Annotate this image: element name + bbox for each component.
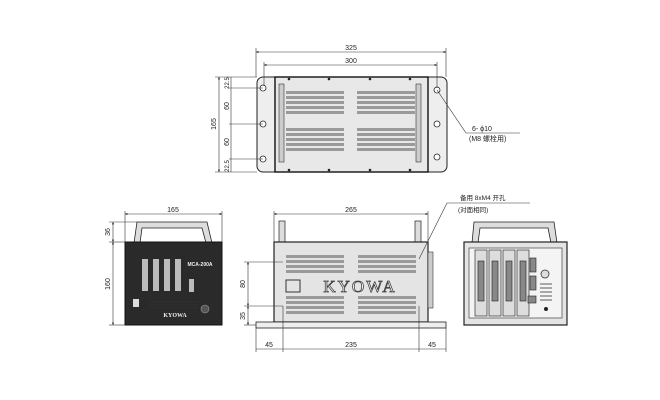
dim-pitch-lower: 60	[224, 138, 231, 146]
rear-round-connector	[540, 269, 550, 279]
handle-right	[415, 83, 422, 163]
side-connectors	[427, 251, 434, 309]
connector	[200, 304, 210, 314]
dim-pitch-upper: 60	[224, 102, 231, 110]
rear-vent	[540, 283, 552, 301]
side-callout-note: (对面相同)	[458, 205, 488, 214]
dim-handle-height: 36	[105, 228, 112, 236]
indicator-strip	[189, 279, 194, 292]
dim-side-lower: 35	[240, 312, 247, 320]
ground-terminal	[544, 307, 548, 311]
handle-post-left	[278, 220, 286, 244]
dim-edge-bottom: 22.5	[225, 160, 231, 172]
side-callout: 备用 8xM4 开孔	[460, 193, 506, 202]
dim-front-width: 165	[167, 207, 179, 214]
dim-overall-depth: 165	[211, 118, 218, 130]
base-plate	[255, 321, 447, 329]
top-screws	[287, 77, 412, 172]
hole-callout-note: (M8 螺栓用)	[469, 134, 506, 143]
callout-leader	[436, 89, 520, 134]
callout-leader	[418, 202, 530, 260]
front-vent	[149, 301, 198, 309]
side-view: KYOWA 265 80 35 45 235 45 备用 8xM4 开孔 (对面…	[240, 193, 530, 352]
side-vents-upper	[286, 255, 416, 273]
dim-hole-pitch: 235	[345, 342, 357, 349]
dim-edge-top: 22.5	[225, 77, 231, 89]
rear-connectors	[477, 257, 537, 304]
dim-hole-pitch-width: 300	[345, 58, 357, 65]
rear-handle	[471, 221, 558, 244]
dim-side-upper: 80	[240, 280, 247, 288]
front-brand-logo: KYOWA	[163, 313, 187, 319]
handle-post-right	[414, 220, 422, 244]
top-vents	[286, 91, 415, 151]
rear-view	[463, 221, 568, 326]
top-view: 325 300 165 22.5 60 60 22.5 6- ϕ10 (M8 螺…	[211, 45, 520, 173]
dim-left-offset: 45	[265, 342, 273, 349]
dim-right-offset: 45	[428, 342, 436, 349]
hole-callout: 6- ϕ10	[472, 126, 492, 133]
side-logo-mark	[285, 279, 301, 293]
model-label: MCA-200A	[187, 262, 212, 268]
dim-body-height: 160	[105, 278, 112, 290]
channel-modules	[142, 259, 181, 291]
front-view: MCA-200A KYOWA 165 36 160	[105, 207, 223, 326]
power-switch	[133, 299, 139, 307]
dim-side-width: 265	[345, 207, 357, 214]
side-brand-logo: KYOWA	[323, 277, 396, 296]
handle-left	[278, 83, 285, 163]
side-vents-lower	[286, 296, 416, 314]
handle	[133, 221, 213, 244]
dim-overall-width: 325	[345, 45, 357, 52]
